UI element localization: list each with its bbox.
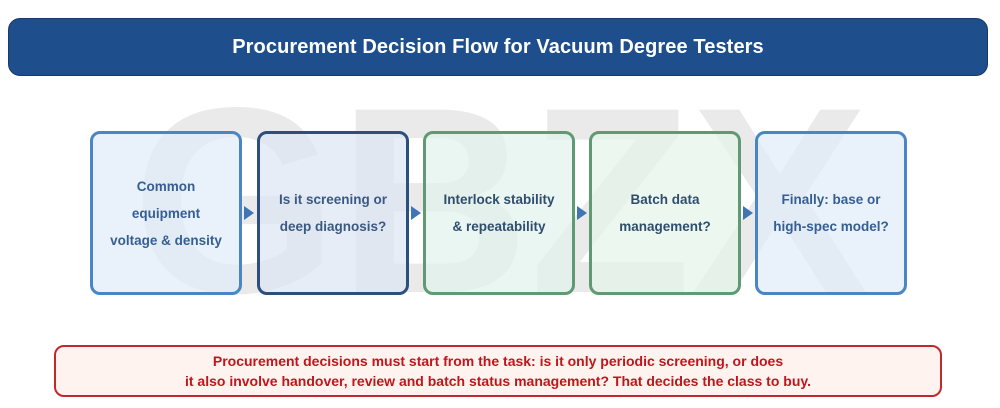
- flow-step-5-label: Finally: base or high-spec model?: [773, 192, 889, 234]
- flow-step-3-label: Interlock stability & repeatability: [443, 192, 555, 234]
- arrow-right-icon: [577, 206, 587, 220]
- flow-step-4-label: Batch data management?: [619, 192, 711, 234]
- flow-step-5: Finally: base or high-spec model?: [755, 131, 907, 295]
- procurement-note-text: Procurement decisions must start from th…: [184, 353, 812, 389]
- diagram-title: Procurement Decision Flow for Vacuum Deg…: [232, 35, 764, 58]
- arrow-right-icon: [743, 206, 753, 220]
- flow-step-1-label: Common equipment voltage & density: [110, 178, 222, 248]
- arrow-right-icon: [244, 206, 254, 220]
- flow-step-2-label: Is it screening or deep diagnosis?: [278, 192, 388, 234]
- flow-step-2: Is it screening or deep diagnosis?: [257, 131, 409, 295]
- flow-step-1: Common equipment voltage & density: [90, 131, 242, 295]
- title-banner: Procurement Decision Flow for Vacuum Deg…: [8, 18, 988, 76]
- procurement-note: Procurement decisions must start from th…: [54, 345, 942, 397]
- flow-step-4: Batch data management?: [589, 131, 741, 295]
- arrow-right-icon: [411, 206, 421, 220]
- flow-step-3: Interlock stability & repeatability: [423, 131, 575, 295]
